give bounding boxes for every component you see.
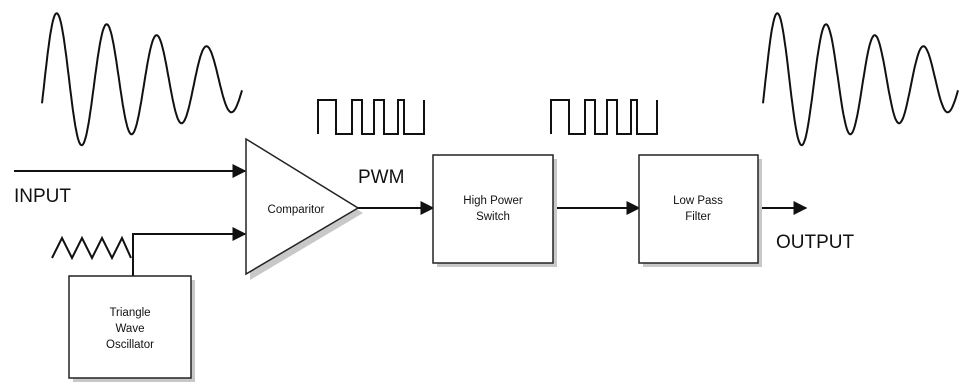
- input-label: INPUT: [14, 186, 71, 207]
- oscillator-signal-arrow: [132, 227, 247, 276]
- switch-label-line-2: Switch: [476, 211, 510, 223]
- filter-label-line-2: Filter: [685, 211, 711, 223]
- switch-label-line-1: High Power: [463, 195, 523, 207]
- oscillator-label-line-3: Oscillator: [106, 339, 154, 351]
- comparator-block: [245, 137, 360, 276]
- high-power-switch-block: [432, 154, 554, 264]
- pwm-label: PWM: [358, 167, 404, 188]
- comparator-label: Comparitor: [268, 204, 325, 216]
- triangle-oscillator-block: [68, 275, 192, 379]
- pwm-pulse-waveform: [317, 99, 425, 135]
- low-pass-filter-block: [638, 154, 759, 264]
- output-label: OUTPUT: [776, 232, 855, 253]
- oscillator-label-line-2: Wave: [116, 323, 145, 335]
- filter-label-line-1: Low Pass: [673, 195, 723, 207]
- switched-pulse-waveform: [550, 99, 658, 135]
- oscillator-label-line-1: Triangle: [109, 307, 150, 319]
- triangle-waveform: [51, 235, 132, 261]
- output-sine-waveform: [762, 12, 959, 147]
- input-sine-waveform: [41, 12, 243, 147]
